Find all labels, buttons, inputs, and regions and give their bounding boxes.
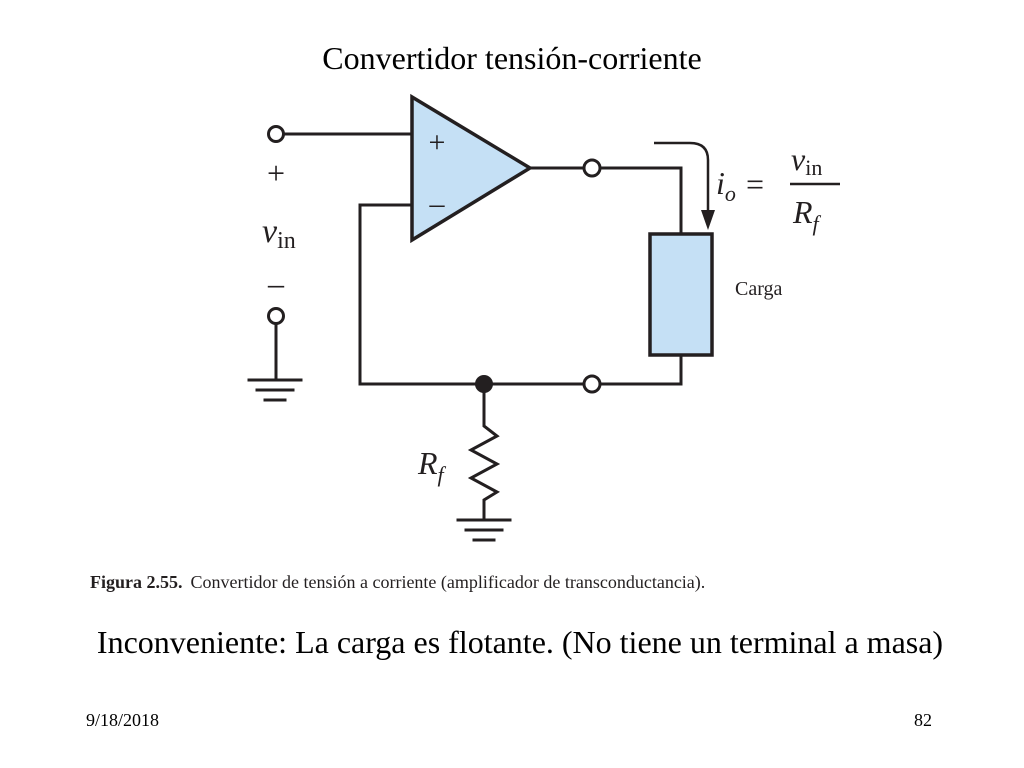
note-text: Inconveniente: La carga es flotante. (No… [96, 624, 944, 660]
rf-ground-symbol [456, 518, 512, 542]
op-amp-symbol [410, 93, 534, 244]
load-label: Carga [735, 278, 783, 300]
vin-label: vin [262, 213, 296, 254]
input-minus-label: – [267, 265, 285, 301]
footer-date: 9/18/2018 [86, 710, 160, 730]
equation-numerator: vin [791, 141, 822, 180]
figure-label: Figura 2.55. [90, 572, 183, 592]
equation-denominator: Rf [792, 194, 822, 236]
slide-title: Convertidor tensión-corriente [322, 40, 702, 76]
page-number: 82 [914, 710, 932, 730]
input-terminal-bottom [267, 307, 285, 325]
load-box [648, 232, 714, 357]
input-terminal-top [267, 125, 285, 143]
equation-equals: = [746, 166, 764, 202]
input-ground-symbol [247, 378, 303, 402]
equation-io: io [716, 165, 736, 206]
current-arrow [654, 141, 710, 218]
rf-label: Rf [417, 445, 447, 487]
input-plus-label: + [267, 155, 285, 191]
output-terminal [582, 158, 602, 178]
figure-caption-text: Convertidor de tensión a corriente (ampl… [190, 572, 706, 592]
load-bottom-terminal [582, 374, 602, 394]
opamp-plus-sign: + [429, 126, 446, 159]
figure-caption: Figura 2.55. Convertidor de tensión a cor… [90, 572, 705, 593]
opamp-minus-sign: – [429, 187, 446, 220]
